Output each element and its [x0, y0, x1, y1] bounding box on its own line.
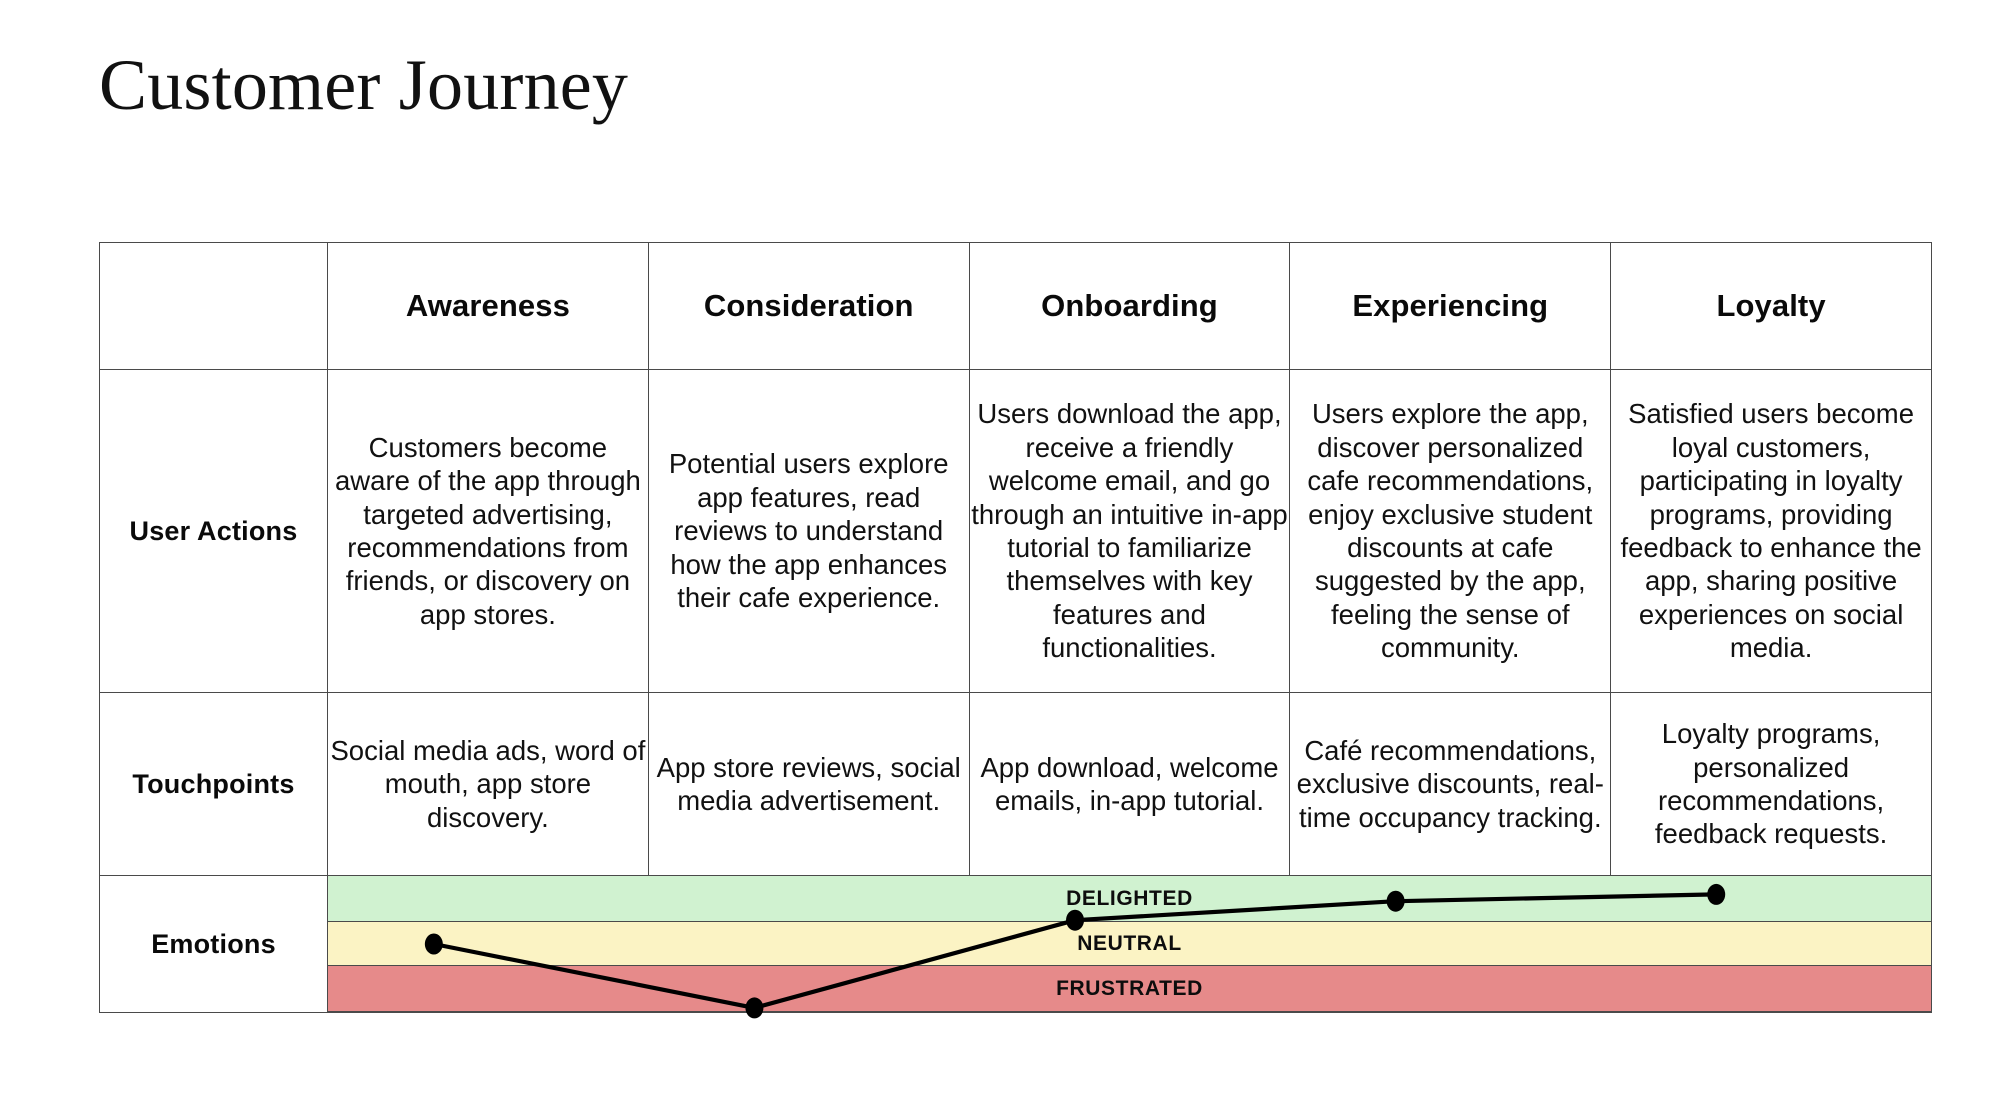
emotion-bands: DELIGHTED NEUTRAL FRUSTRATED [328, 876, 1931, 1019]
cell-user-actions-onboarding: Users download the app, receive a friend… [968, 369, 1291, 693]
emotion-band-label-delighted: DELIGHTED [1066, 887, 1193, 910]
cell-touchpoints-experiencing: Café recommendations, exclusive discount… [1289, 692, 1612, 876]
cell-user-actions-experiencing: Users explore the app, discover personal… [1289, 369, 1612, 693]
table-header-row: Awareness Consideration Onboarding Exper… [99, 242, 1932, 370]
page-title: Customer Journey [99, 45, 629, 125]
header-stage-consideration: Consideration [647, 242, 970, 370]
cell-user-actions-loyalty: Satisfied users become loyal customers, … [1610, 369, 1932, 693]
cell-user-actions-awareness: Customers become aware of the app throug… [327, 369, 649, 693]
emotion-band-label-neutral: NEUTRAL [1077, 932, 1182, 955]
cell-touchpoints-awareness: Social media ads, word of mouth, app sto… [327, 692, 649, 876]
header-stage-loyalty: Loyalty [1610, 242, 1932, 370]
emotions-chart-cell: DELIGHTED NEUTRAL FRUSTRATED [327, 875, 1932, 1019]
row-label-text: User Actions [129, 515, 298, 546]
header-stage-experiencing: Experiencing [1289, 242, 1612, 370]
header-stage-awareness: Awareness [327, 242, 649, 370]
stage-label: Awareness [405, 288, 570, 323]
row-label-text: Touchpoints [132, 768, 295, 799]
row-label-user-actions: User Actions [99, 369, 328, 693]
cell-touchpoints-onboarding: App download, welcome emails, in-app tut… [968, 692, 1291, 876]
emotion-band-label-frustrated: FRUSTRATED [1056, 977, 1203, 1000]
header-corner-cell [99, 242, 328, 370]
row-label-touchpoints: Touchpoints [99, 692, 328, 876]
cell-touchpoints-consideration: App store reviews, social media advertis… [647, 692, 970, 876]
table-row-touchpoints: Touchpoints Social media ads, word of mo… [99, 692, 1932, 876]
header-stage-onboarding: Onboarding [968, 242, 1291, 370]
stage-label: Experiencing [1352, 288, 1549, 323]
table-row-user-actions: User Actions Customers become aware of t… [99, 369, 1932, 693]
journey-map-table: Awareness Consideration Onboarding Exper… [99, 242, 1932, 1019]
table-row-emotions: Emotions DELIGHTED NEUTRAL FRUSTRATED [99, 875, 1932, 1019]
cell-user-actions-consideration: Potential users explore app features, re… [647, 369, 970, 693]
cell-touchpoints-loyalty: Loyalty programs, personalized recommend… [1610, 692, 1932, 876]
row-label-emotions: Emotions [99, 875, 328, 1013]
stage-label: Loyalty [1716, 288, 1826, 323]
stage-label: Consideration [703, 288, 914, 323]
stage-label: Onboarding [1041, 288, 1218, 323]
row-label-text: Emotions [151, 928, 276, 959]
